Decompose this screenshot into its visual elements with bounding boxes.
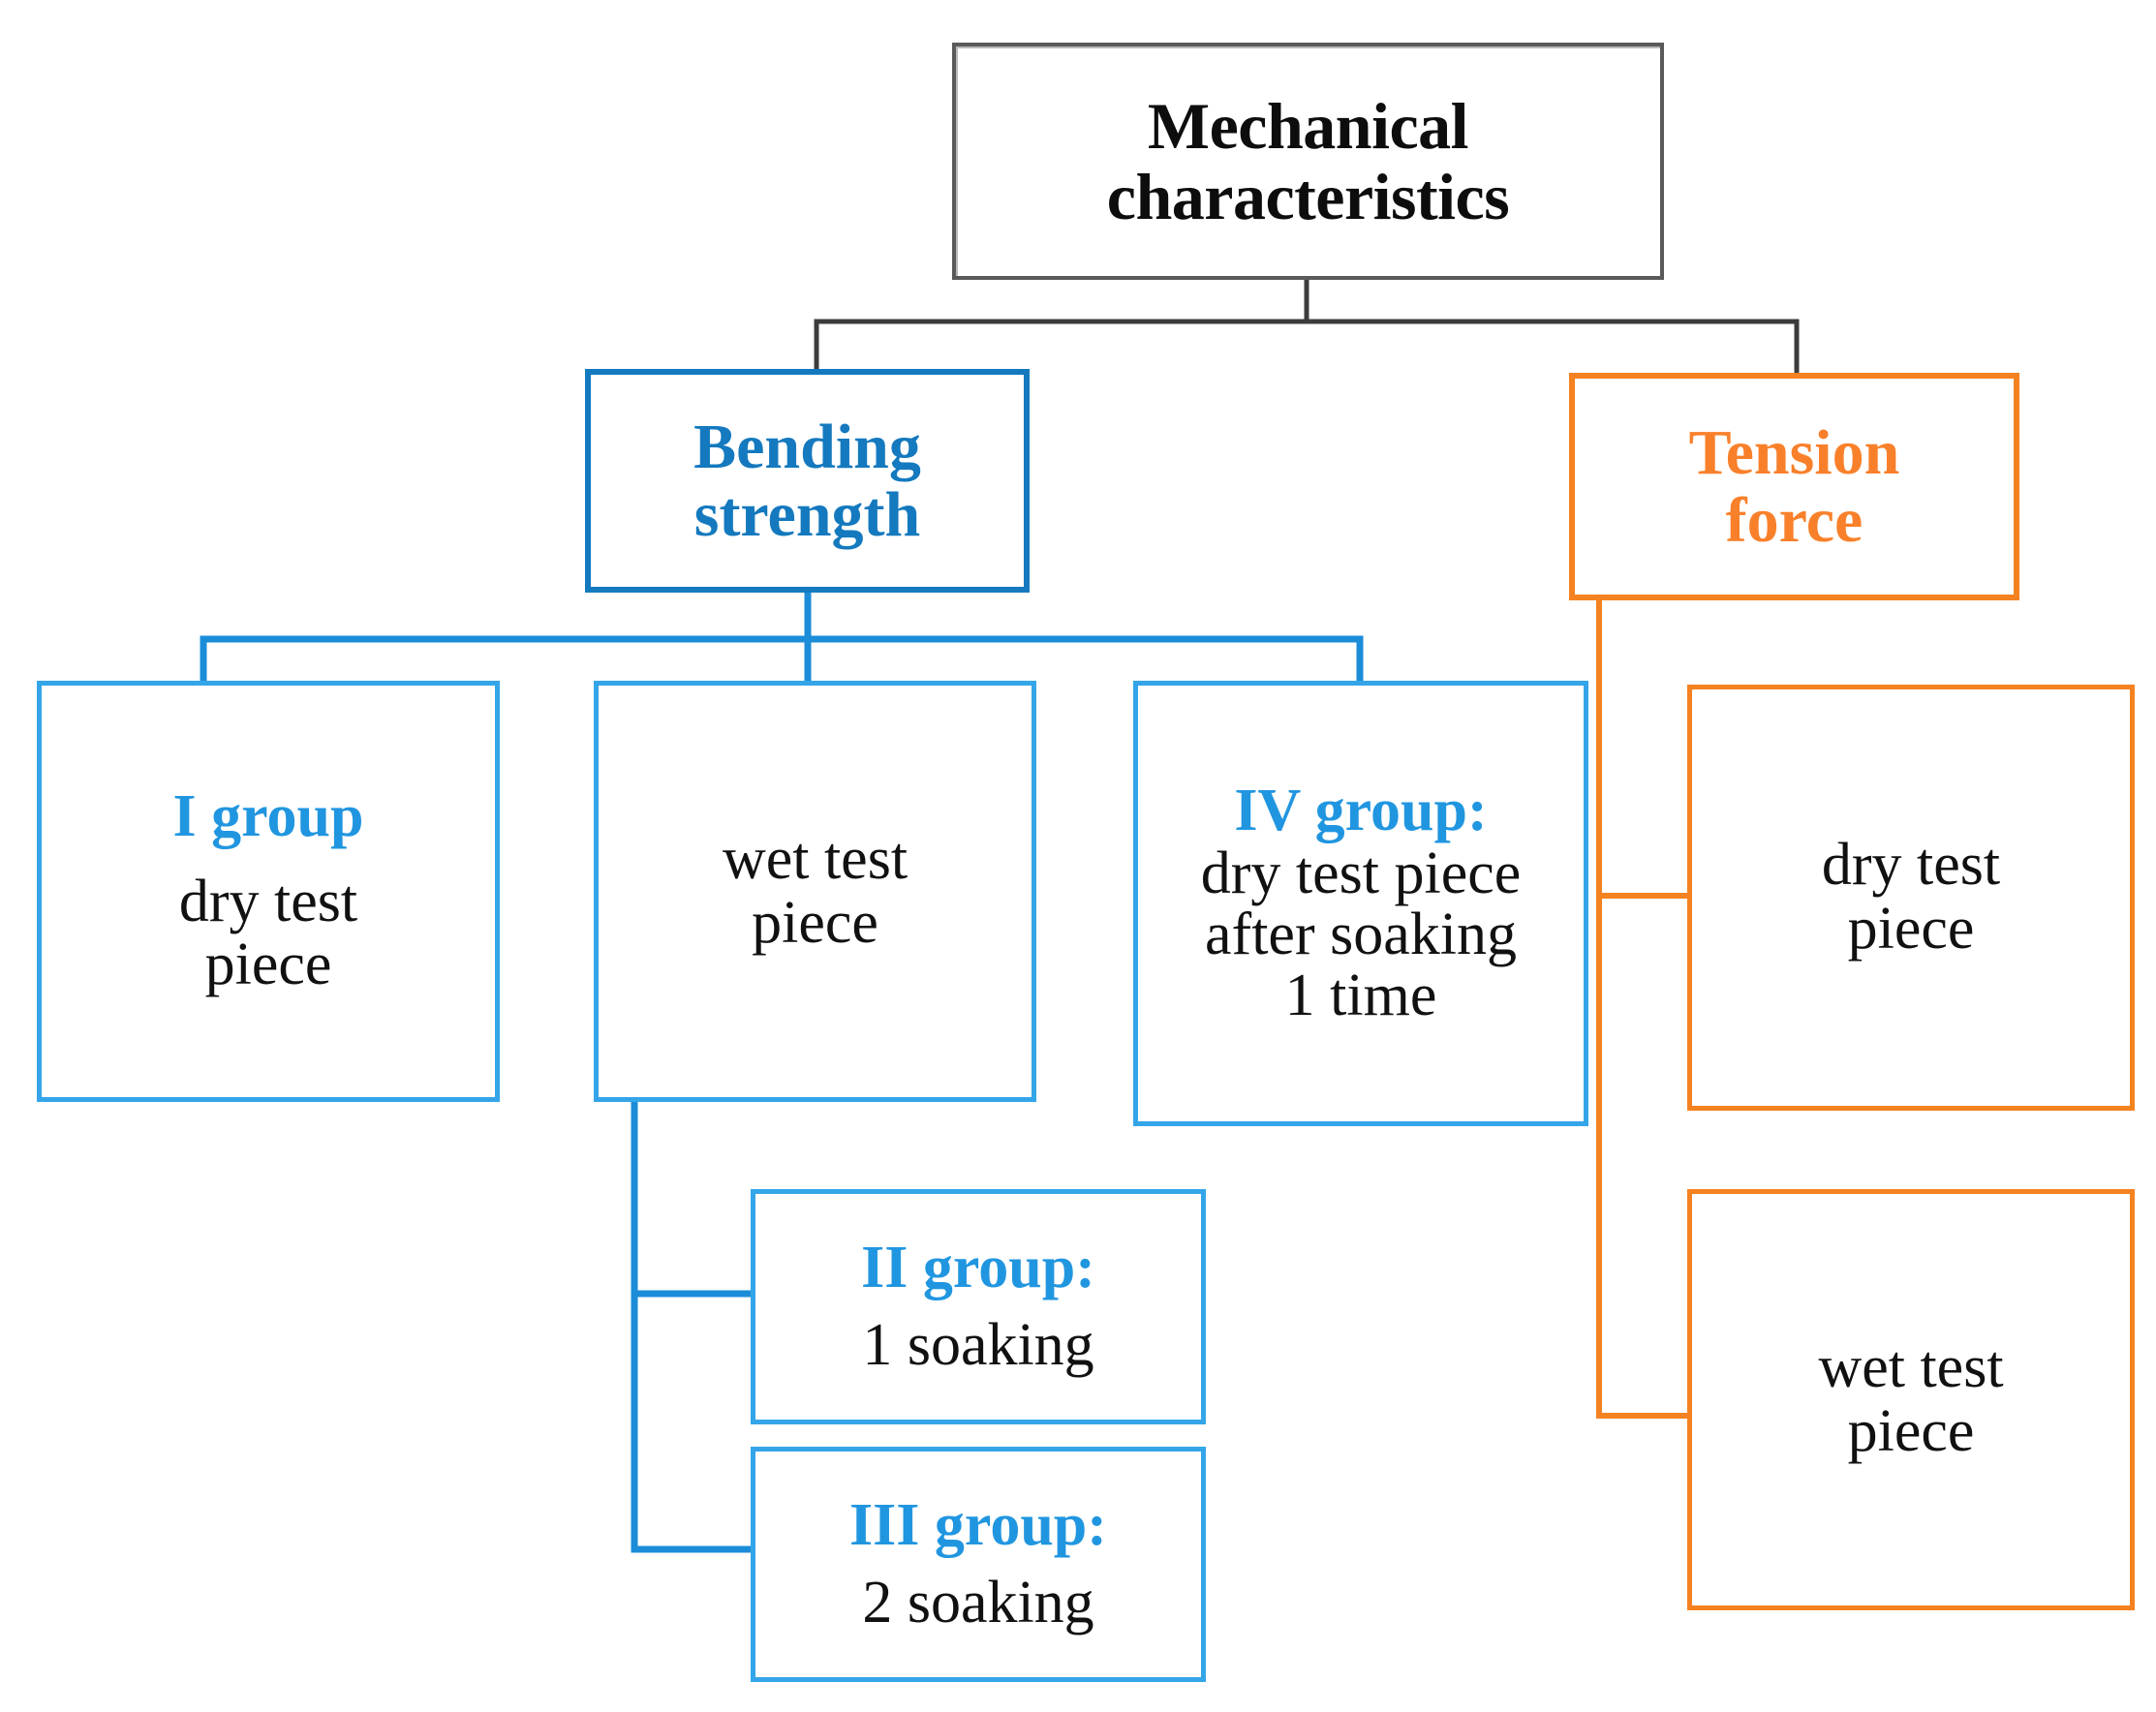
group-i-body-line-1: dry test [178,868,358,934]
root-connector-group [814,277,1800,374]
node-group-iii[interactable]: III group: 2 soaking [751,1447,1206,1682]
node-mechanical-characteristics[interactable]: Mechanical characteristics [952,43,1664,280]
node-tension-force[interactable]: Tension force [1569,373,2019,600]
group-iv-body-line-2: after soaking [1205,902,1517,968]
root-title-line-1: Mechanical [1147,89,1469,164]
group-i-body-line-2: piece [204,932,332,998]
node-tension-wet-test-piece[interactable]: wet test piece [1687,1189,2135,1610]
node-group-iv[interactable]: IV group: dry test piece after soaking 1… [1133,681,1588,1126]
tension-wet-body-line-1: wet test [1818,1333,2004,1400]
wet-subtree-connector-group [631,1098,757,1553]
bending-wet-body-line-2: piece [752,889,878,956]
group-iv-body-line-3: 1 time [1284,963,1437,1029]
tension-connector-group [1596,597,1693,1419]
node-group-i[interactable]: I group dry test piece [37,681,500,1102]
tension-dry-body-line-1: dry test [1821,832,2001,899]
tension-wet-body-line-2: piece [1847,1397,1975,1464]
node-tension-dry-test-piece[interactable]: dry test piece [1687,685,2135,1111]
group-ii-body: 1 soaking [862,1311,1094,1378]
group-ii-heading: II group: [861,1234,1095,1300]
root-title-line-2: characteristics [1106,159,1510,233]
node-bending-wet-test-piece[interactable]: wet test piece [594,681,1036,1102]
group-iii-body: 2 soaking [862,1569,1094,1636]
tension-dry-body-line-2: piece [1847,896,1975,962]
node-bending-strength[interactable]: Bending strength [585,369,1030,593]
bending-connector-group [200,589,1364,688]
node-group-ii[interactable]: II group: 1 soaking [751,1189,1206,1424]
tension-force-line-1: Tension [1688,416,1900,488]
group-iv-heading: IV group: [1234,778,1488,844]
bending-strength-line-1: Bending [693,411,921,482]
group-iii-heading: III group: [849,1491,1107,1558]
group-iv-body-line-1: dry test piece [1200,841,1522,906]
group-i-heading: I group [172,782,364,849]
bending-wet-body-line-1: wet test [722,825,909,892]
bending-strength-line-2: strength [693,478,921,550]
tension-force-line-2: force [1725,484,1863,556]
